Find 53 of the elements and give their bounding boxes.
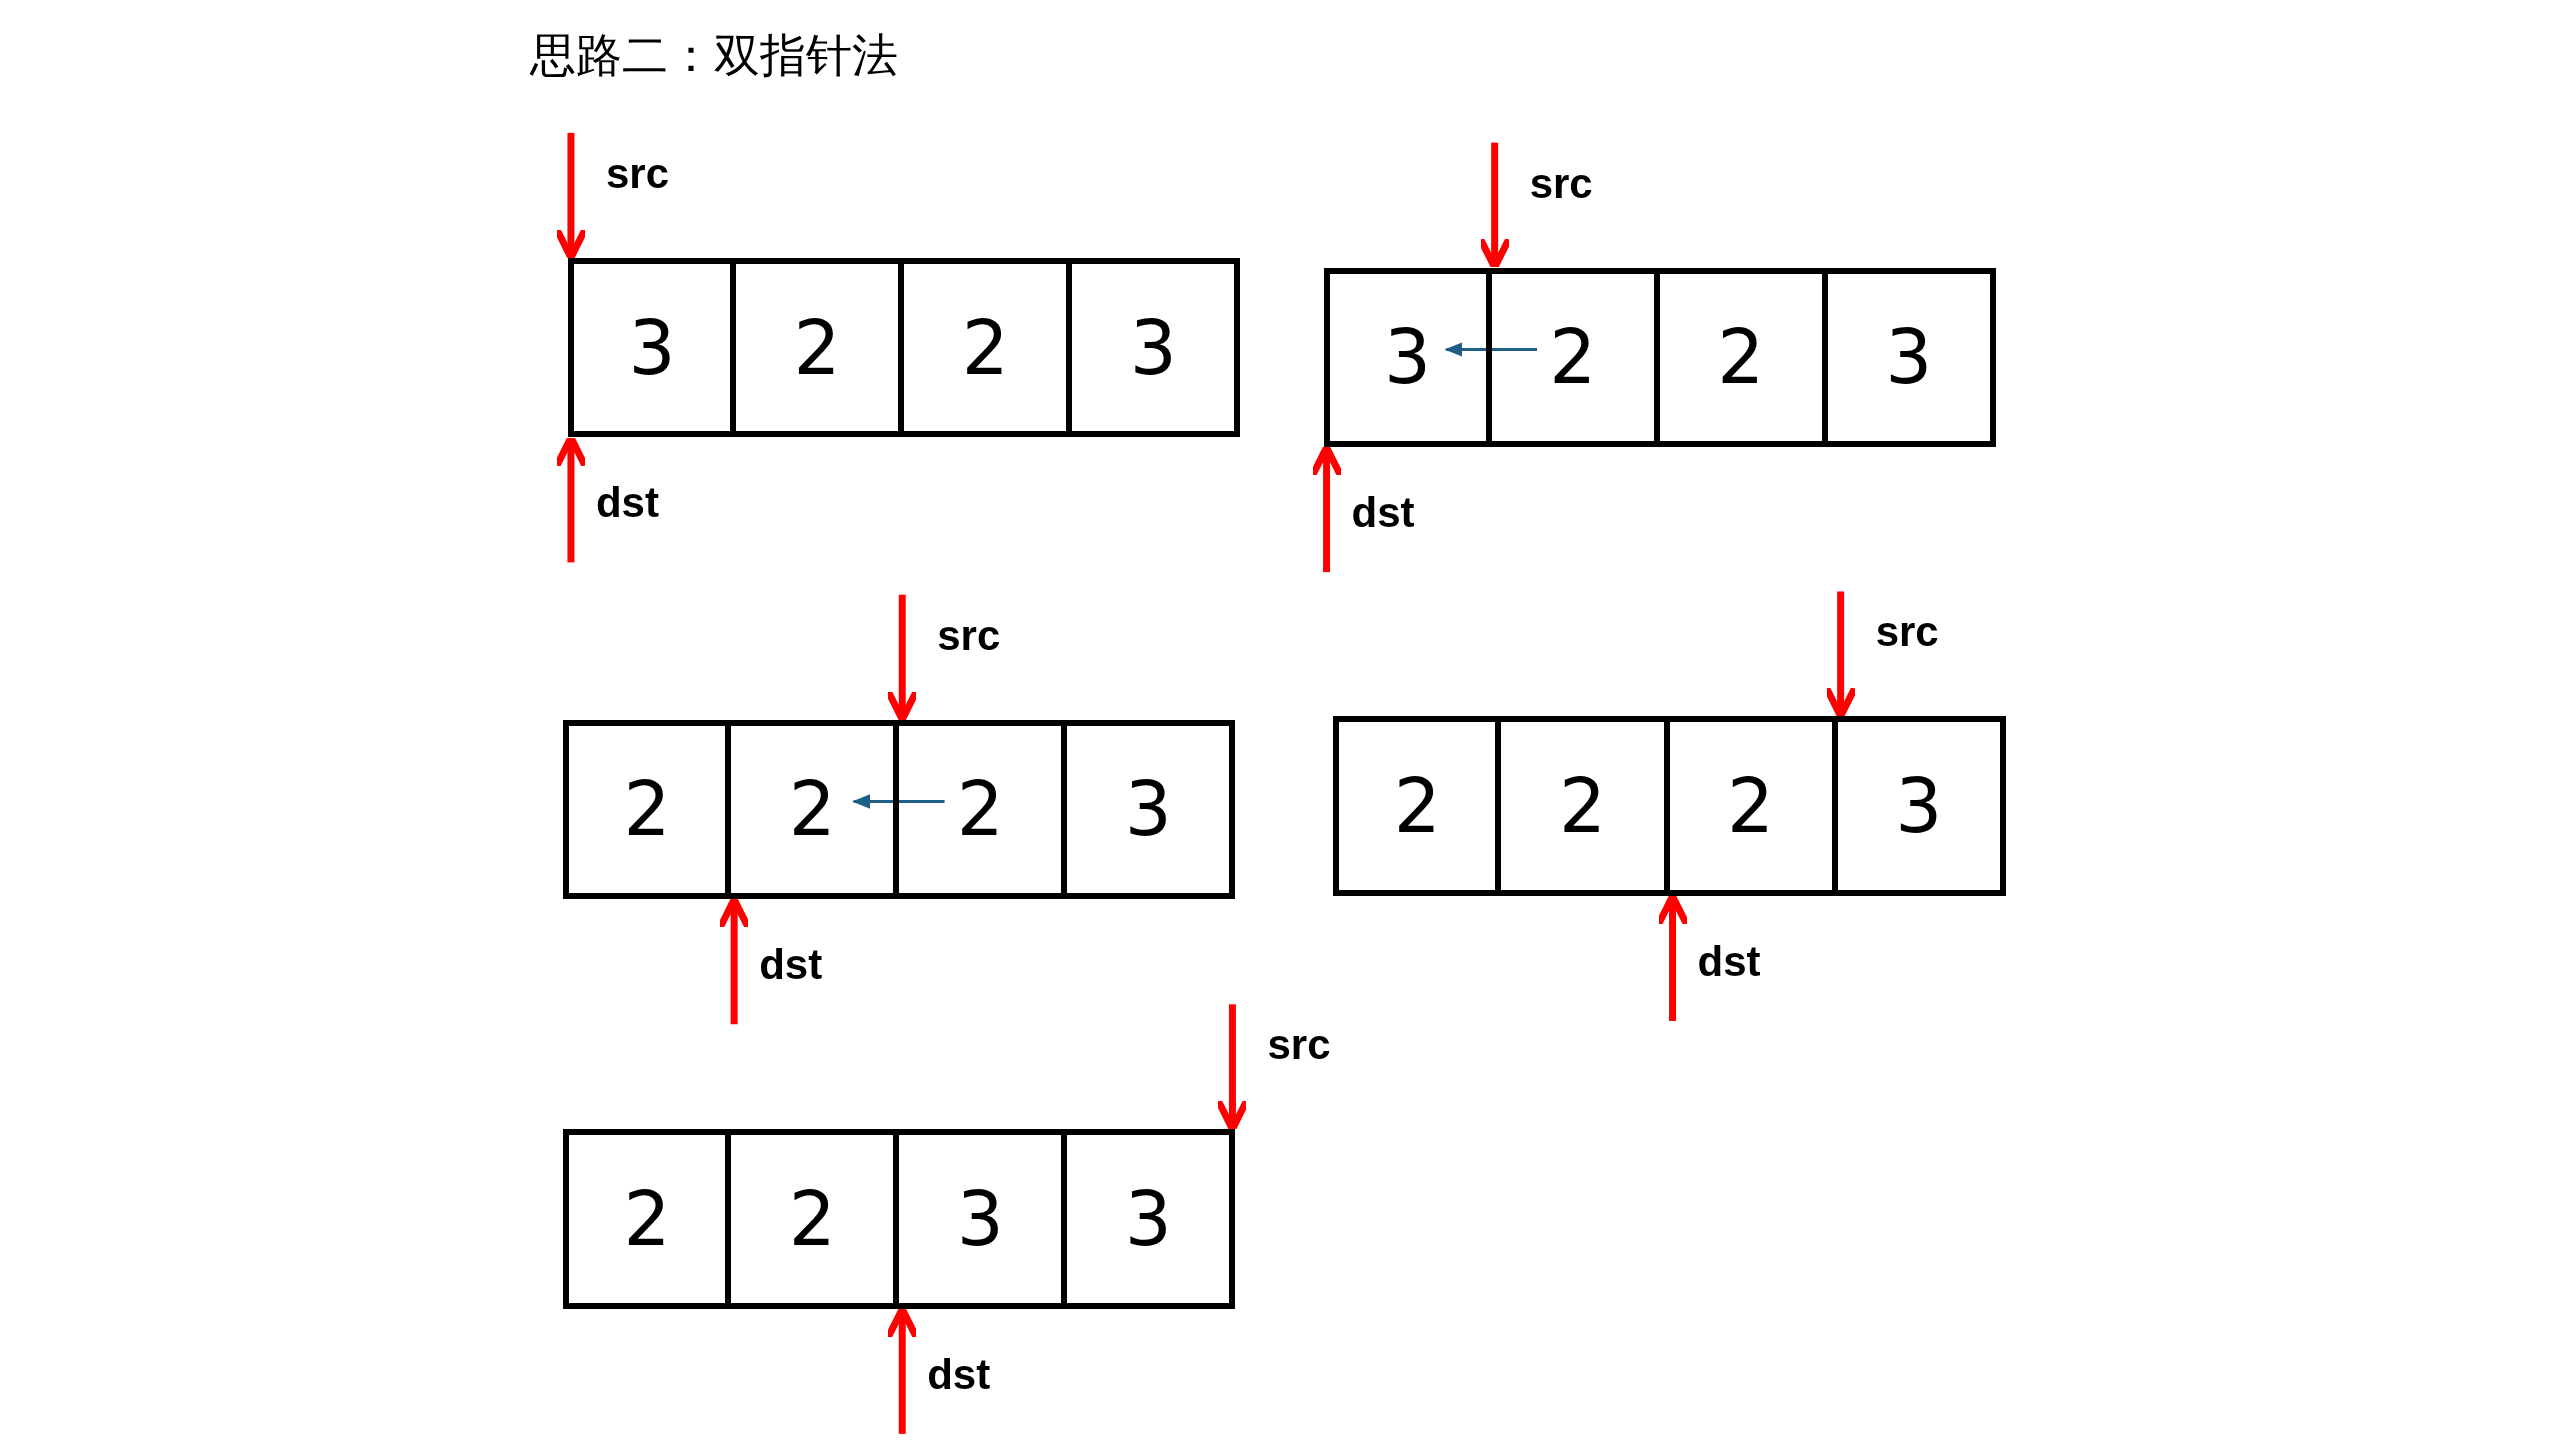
array-cell	[1323, 267, 1492, 448]
array-cell	[1067, 1129, 1236, 1309]
edge-label: dst	[1697, 940, 1761, 983]
cell-value: 2	[1558, 769, 1607, 844]
cell-value: 2	[1393, 769, 1441, 844]
array-cell	[904, 257, 1073, 438]
array-cell	[1333, 716, 1502, 896]
edge-label: src	[1875, 611, 1939, 654]
cell-value: 2	[1717, 320, 1765, 395]
array-cell	[563, 719, 732, 900]
cell-value: 3	[956, 1182, 1004, 1257]
array-cell	[1837, 716, 2006, 896]
array-cell	[731, 719, 900, 900]
cell-value: 2	[788, 1182, 836, 1257]
title: 思路二：双指针法	[530, 27, 898, 84]
edge-label: src	[937, 614, 1001, 657]
edge-label: src	[1529, 162, 1593, 205]
cell-value: 2	[1727, 769, 1775, 844]
array-cell	[1827, 267, 1996, 448]
cell-value: 3	[1129, 310, 1177, 385]
edge-label: dst	[759, 944, 823, 987]
edge-label: src	[605, 152, 669, 195]
cell-value: 2	[623, 772, 671, 847]
array-cell	[1659, 267, 1828, 448]
cell-value: 2	[1549, 320, 1597, 395]
array-cell	[1067, 719, 1236, 900]
cell-value: 2	[956, 772, 1004, 847]
arrow	[852, 794, 945, 809]
array-cell	[567, 257, 736, 438]
array-cell	[1669, 716, 1838, 896]
cell-value: 2	[788, 772, 836, 847]
cell-value: 3	[1384, 320, 1432, 395]
array-cell	[899, 1129, 1068, 1309]
cell-value: 2	[623, 1182, 671, 1257]
cell-value: 3	[1895, 769, 1943, 844]
edge-label: dst	[595, 482, 659, 525]
array-cell	[1072, 257, 1241, 438]
cell-value: 3	[1124, 1182, 1172, 1257]
edge-label: dst	[1351, 492, 1415, 535]
cell-value: 3	[1124, 772, 1172, 847]
cell-value: 2	[961, 310, 1009, 385]
array-cell	[899, 719, 1068, 900]
cell-value: 3	[628, 310, 676, 385]
array-cell	[1491, 267, 1660, 448]
array-cell	[563, 1129, 732, 1309]
array-cell	[731, 1129, 900, 1309]
arrow	[1444, 342, 1538, 357]
edge-label: dst	[927, 1353, 991, 1396]
array-cell	[736, 257, 905, 438]
edge-label: src	[1267, 1024, 1331, 1067]
cell-value: 3	[1885, 320, 1933, 395]
array-cell	[1501, 716, 1670, 896]
cell-value: 2	[793, 310, 841, 385]
